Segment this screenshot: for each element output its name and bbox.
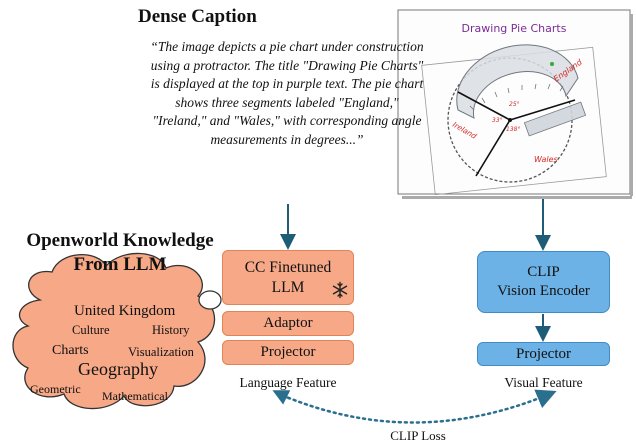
input-image-frame — [397, 9, 631, 195]
visual-projector-box: Projector — [477, 342, 610, 366]
label-angle-2: 33° — [492, 117, 503, 124]
cloud-word-history: History — [152, 323, 190, 337]
llm-label-line2: LLM — [271, 278, 305, 296]
openworld-title: Openworld Knowledge From LLM — [6, 229, 234, 277]
snowflake-icon — [332, 281, 348, 299]
openworld-title-line1: Openworld Knowledge — [26, 230, 214, 251]
radius-line-3 — [475, 119, 511, 177]
cloud-word-mathematical: Mathematical — [102, 389, 168, 403]
dense-caption-title: Dense Caption — [138, 6, 257, 27]
language-projector-box: Projector — [222, 340, 354, 365]
clip-vision-encoder-box: CLIP Vision Encoder — [477, 251, 610, 313]
label-wales: Wales — [534, 155, 558, 164]
dense-caption-text: “The image depicts a pie chart under con… — [150, 39, 424, 147]
thought-bubble-large — [198, 290, 222, 310]
radius-line-1 — [457, 91, 511, 121]
language-feature-label: Language Feature — [239, 375, 337, 390]
radius-line-2 — [509, 99, 576, 121]
cloud-word-united-kingdom: United Kingdom — [74, 303, 176, 319]
cloud-word-charts: Charts — [52, 343, 89, 358]
clip-label-line1: CLIP — [527, 264, 560, 280]
knowledge-cloud — [12, 252, 216, 410]
visual-feature-label: Visual Feature — [504, 375, 583, 390]
cloud-word-visualization: Visualization — [128, 345, 194, 359]
clip-loss-arrow — [275, 389, 557, 424]
label-angle-1: 25° — [509, 101, 520, 108]
ruler — [523, 101, 587, 137]
cloud-word-culture: Culture — [72, 323, 110, 337]
clip-label-line2: Vision Encoder — [497, 283, 590, 299]
protractor — [456, 44, 579, 119]
clip-loss-arrow-start — [272, 390, 291, 405]
image-title: Drawing Pie Charts — [461, 22, 567, 35]
label-angle-3: 138° — [506, 126, 520, 133]
llm-label-line1: CC Finetuned — [244, 258, 332, 276]
clip-loss-label: CLIP Loss — [390, 428, 446, 443]
cloud-word-geometric: Geometric — [30, 382, 81, 396]
finetuned-llm-box: CC Finetuned LLM — [222, 250, 354, 305]
input-image-shadow — [630, 14, 633, 196]
adaptor-box: Adaptor — [222, 311, 354, 336]
pie-drawing — [421, 44, 607, 196]
cloud-word-geography: Geography — [78, 359, 158, 379]
openworld-title-line2: From LLM — [73, 254, 167, 275]
